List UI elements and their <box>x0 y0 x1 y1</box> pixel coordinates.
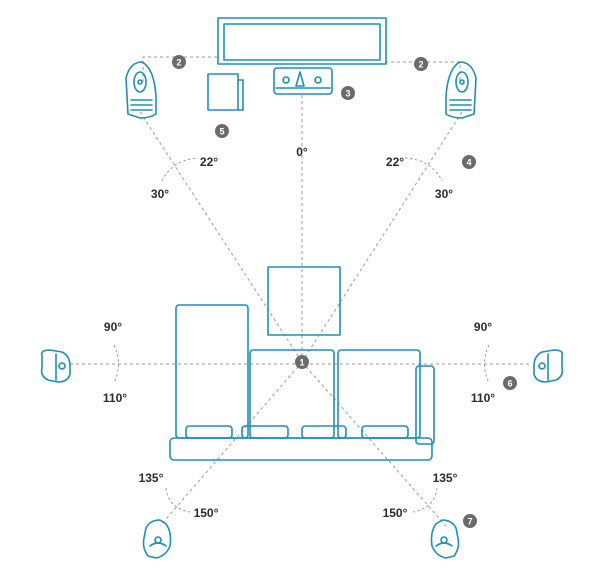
front-right-tower-speaker-icon <box>445 61 477 119</box>
svg-text:2: 2 <box>418 60 423 70</box>
side-right-bottom-angle-label: 110° <box>471 391 495 405</box>
badge-front-right: 2 <box>414 57 428 71</box>
number-badges: 2 2 3 5 4 1 6 7 <box>172 55 517 528</box>
badge-side-right: 6 <box>503 376 517 390</box>
rear-left-arc <box>165 487 191 513</box>
center-angle-label: 0° <box>296 145 308 159</box>
center-speaker-icon <box>273 67 333 95</box>
angle-arcs <box>113 157 490 513</box>
tv-screen-icon <box>217 17 387 65</box>
svg-text:6: 6 <box>507 379 512 389</box>
subwoofer-icon <box>207 73 244 111</box>
rear-right-arc <box>412 487 438 513</box>
sofa-icon <box>169 304 435 461</box>
front-left-outer-angle-label: 30° <box>151 187 169 201</box>
svg-text:2: 2 <box>176 58 181 68</box>
svg-text:7: 7 <box>467 517 472 527</box>
front-right-inner-angle-label: 22° <box>386 155 404 169</box>
side-right-top-angle-label: 90° <box>474 320 492 334</box>
rear-right-bottom-angle-label: 150° <box>383 506 408 520</box>
rear-right-top-angle-label: 135° <box>433 471 458 485</box>
side-left-arc <box>113 344 119 384</box>
badge-subwoofer: 5 <box>215 124 229 138</box>
rear-left-bottom-angle-label: 150° <box>194 506 219 520</box>
svg-text:4: 4 <box>466 158 471 168</box>
front-right-outer-angle-label: 30° <box>435 187 453 201</box>
badge-front-left: 2 <box>172 55 186 69</box>
rear-left-guide-line <box>159 361 303 527</box>
rear-right-surround-speaker-icon <box>430 519 460 559</box>
badge-listener: 1 <box>295 355 309 369</box>
svg-text:5: 5 <box>219 127 224 137</box>
svg-text:1: 1 <box>299 358 304 368</box>
side-right-arc <box>484 344 490 384</box>
badge-front-angle: 4 <box>462 155 476 169</box>
side-right-surround-speaker-icon <box>533 349 564 383</box>
badge-rear-right: 7 <box>463 514 477 528</box>
side-left-surround-speaker-icon <box>40 349 71 383</box>
front-left-guide-line <box>139 111 303 363</box>
front-left-arc <box>161 157 199 182</box>
badge-center-speaker: 3 <box>341 86 355 100</box>
angle-labels: 0° 22° 30° 22° 30° 90° 110° 90° 110° 135… <box>103 145 495 520</box>
front-right-arc <box>404 157 443 182</box>
front-right-guide-line <box>301 111 463 363</box>
guide-lines <box>70 56 530 527</box>
rear-right-guide-line <box>301 361 447 527</box>
svg-text:3: 3 <box>345 89 350 99</box>
side-left-bottom-angle-label: 110° <box>103 391 127 405</box>
front-left-tower-speaker-icon <box>125 61 157 119</box>
rear-left-surround-speaker-icon <box>142 519 172 559</box>
side-left-top-angle-label: 90° <box>104 320 122 334</box>
rear-left-top-angle-label: 135° <box>139 471 164 485</box>
front-left-inner-angle-label: 22° <box>200 155 218 169</box>
coffee-table-icon <box>267 266 341 336</box>
